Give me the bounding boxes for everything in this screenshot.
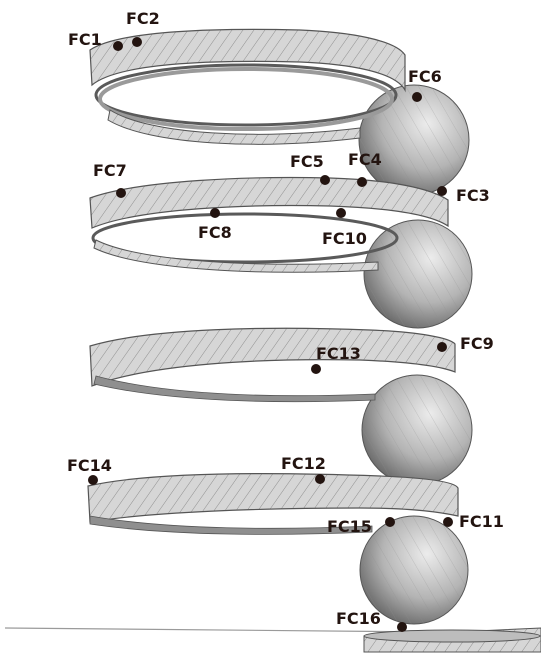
point-fc14-label: FC14 <box>67 456 112 475</box>
point-fc13: FC13 <box>311 344 361 374</box>
point-fc12-label: FC12 <box>281 454 326 473</box>
point-fc13-dot <box>311 364 321 374</box>
point-fc9: FC9 <box>437 334 494 353</box>
point-fc7-dot <box>116 188 126 198</box>
point-fc10: FC10 <box>322 208 367 248</box>
point-fc1-label: FC1 <box>68 30 102 49</box>
point-fc2-dot <box>132 37 142 47</box>
base-plate <box>364 628 541 652</box>
point-fc12-dot <box>315 474 325 484</box>
point-fc10-dot <box>336 208 346 218</box>
point-fc15-label: FC15 <box>327 517 372 536</box>
point-fc14: FC14 <box>67 456 112 485</box>
point-fc6-label: FC6 <box>408 67 442 86</box>
point-fc13-label: FC13 <box>316 344 361 363</box>
point-fc6-dot <box>412 92 422 102</box>
point-fc3-label: FC3 <box>456 186 490 205</box>
point-fc4-dot <box>357 177 367 187</box>
point-fc8-label: FC8 <box>198 223 232 242</box>
point-fc11-label: FC11 <box>459 512 504 531</box>
point-fc15-dot <box>385 517 395 527</box>
point-fc10-label: FC10 <box>322 229 367 248</box>
point-fc14-dot <box>88 475 98 485</box>
point-fc3-dot <box>437 186 447 196</box>
point-fc2-label: FC2 <box>126 9 160 28</box>
point-fc5-dot <box>320 175 330 185</box>
point-fc16-label: FC16 <box>336 609 381 628</box>
point-fc16-dot <box>397 622 407 632</box>
point-fc9-label: FC9 <box>460 334 494 353</box>
point-fc8-dot <box>210 208 220 218</box>
point-fc9-dot <box>437 342 447 352</box>
point-fc4-label: FC4 <box>348 150 382 169</box>
point-fc7-label: FC7 <box>93 161 127 180</box>
point-fc1-dot <box>113 41 123 51</box>
point-fc11-dot <box>443 517 453 527</box>
point-fc5-label: FC5 <box>290 152 324 171</box>
